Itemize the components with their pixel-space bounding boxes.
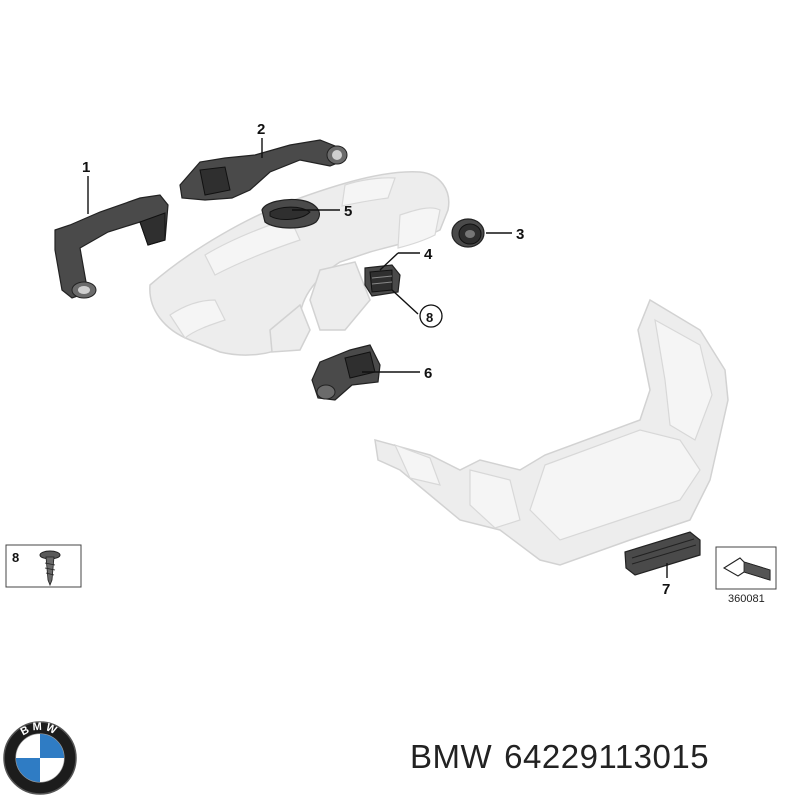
- reference-box: 360081: [715, 546, 777, 605]
- part-1-left-air-duct: [54, 194, 169, 299]
- callout-3: 3: [516, 226, 524, 243]
- leader-lines: [87, 138, 668, 578]
- part-5-centre-vent: [261, 198, 320, 229]
- screw-box-label: 8: [12, 550, 19, 565]
- callout-5: 5: [344, 203, 352, 220]
- callout-1: 1: [82, 159, 90, 176]
- part-2-upper-air-duct: [179, 139, 348, 201]
- bmw-logo: BMW: [3, 721, 77, 795]
- leader-8: [391, 289, 419, 315]
- callout-6: 6: [424, 365, 432, 382]
- part-number: 64229113015: [504, 738, 710, 775]
- screw-detail-box: 8: [5, 544, 82, 588]
- callout-8: 8: [426, 310, 433, 325]
- part-caption: BMW 64229113015: [410, 738, 709, 776]
- reference-number: 360081: [728, 593, 765, 605]
- part-3-round-vent: [451, 218, 485, 248]
- leader-4b: [379, 252, 399, 271]
- brand-name: BMW: [410, 738, 493, 775]
- callout-7: 7: [662, 581, 670, 598]
- svg-text:BMW: BMW: [19, 721, 62, 739]
- centre-console-ghost: [374, 298, 729, 566]
- dashboard-ghost: [149, 170, 450, 356]
- callout-4: 4: [424, 246, 433, 263]
- direction-arrow-icon: [722, 557, 771, 581]
- callout-2: 2: [257, 121, 265, 138]
- part-7-rear-grille: [624, 531, 701, 576]
- callout-8-circle: [419, 304, 443, 328]
- part-4-side-vent: [364, 264, 401, 297]
- screw-icon: [39, 550, 61, 587]
